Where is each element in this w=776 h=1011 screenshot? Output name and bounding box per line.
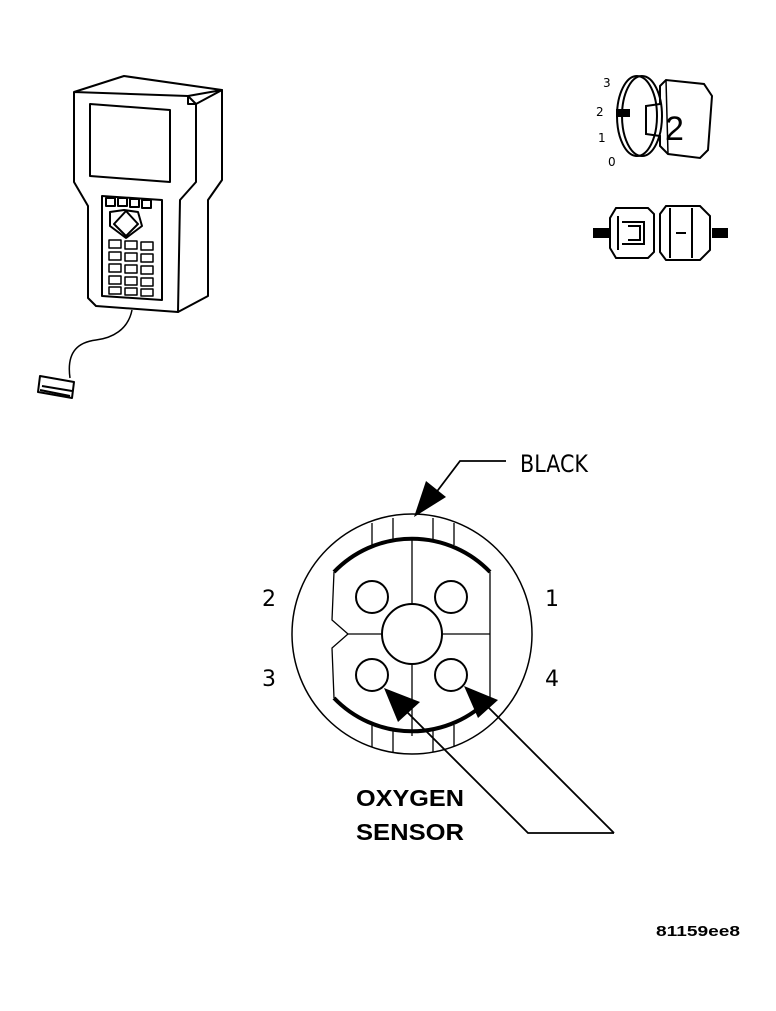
ignition-position-2: 2 <box>596 105 604 119</box>
connector-center-key <box>381 603 443 665</box>
pin-4-arrowhead <box>464 686 498 718</box>
scan-tool-plug <box>37 375 75 399</box>
pin-cavity-3 <box>355 658 389 692</box>
pin-cavity-1 <box>434 580 468 614</box>
sensor-connector-face <box>291 513 533 755</box>
component-label-line1: OXYGEN <box>356 785 464 811</box>
scan-tool-illustration <box>37 75 223 399</box>
ignition-position-1: 1 <box>598 131 606 145</box>
scan-tool-keypad <box>101 195 163 301</box>
scan-tool-screen <box>89 103 171 183</box>
ignition-switch-illustration: 3 2 1 0 2 <box>596 75 714 169</box>
black-wire-arrowhead <box>414 481 446 517</box>
scan-tool-cable <box>68 309 133 379</box>
connector-male-half <box>609 207 655 259</box>
ignition-position-marker <box>616 109 630 117</box>
scan-tool-number-keys <box>108 239 154 297</box>
pin-label-3: 3 <box>262 667 276 692</box>
scan-tool-direction-pad <box>109 209 143 239</box>
scan-tool-body <box>73 91 197 313</box>
pin-label-1: 1 <box>545 587 559 612</box>
pin-cavity-2 <box>355 580 389 614</box>
wire-color-label: BLACK <box>520 450 589 478</box>
black-wire-callout <box>414 460 506 517</box>
ignition-position-3: 3 <box>603 76 611 90</box>
connector-inner-arc-top <box>332 536 492 574</box>
pin-label-4: 4 <box>545 667 559 692</box>
component-label-line2: SENSOR <box>356 819 464 845</box>
oxygen-sensor-callout <box>384 686 615 834</box>
pin-cavity-4 <box>434 658 468 692</box>
connector-halves-illustration <box>593 205 728 261</box>
ignition-key-number: 2 <box>665 110 684 148</box>
pin-label-2: 2 <box>262 587 276 612</box>
figure-id: 81159ee8 <box>656 923 740 940</box>
connector-outer-shell <box>291 513 533 755</box>
pin-3-arrowhead <box>384 688 420 722</box>
connector-female-half <box>659 205 711 261</box>
ignition-position-0: 0 <box>608 155 616 169</box>
